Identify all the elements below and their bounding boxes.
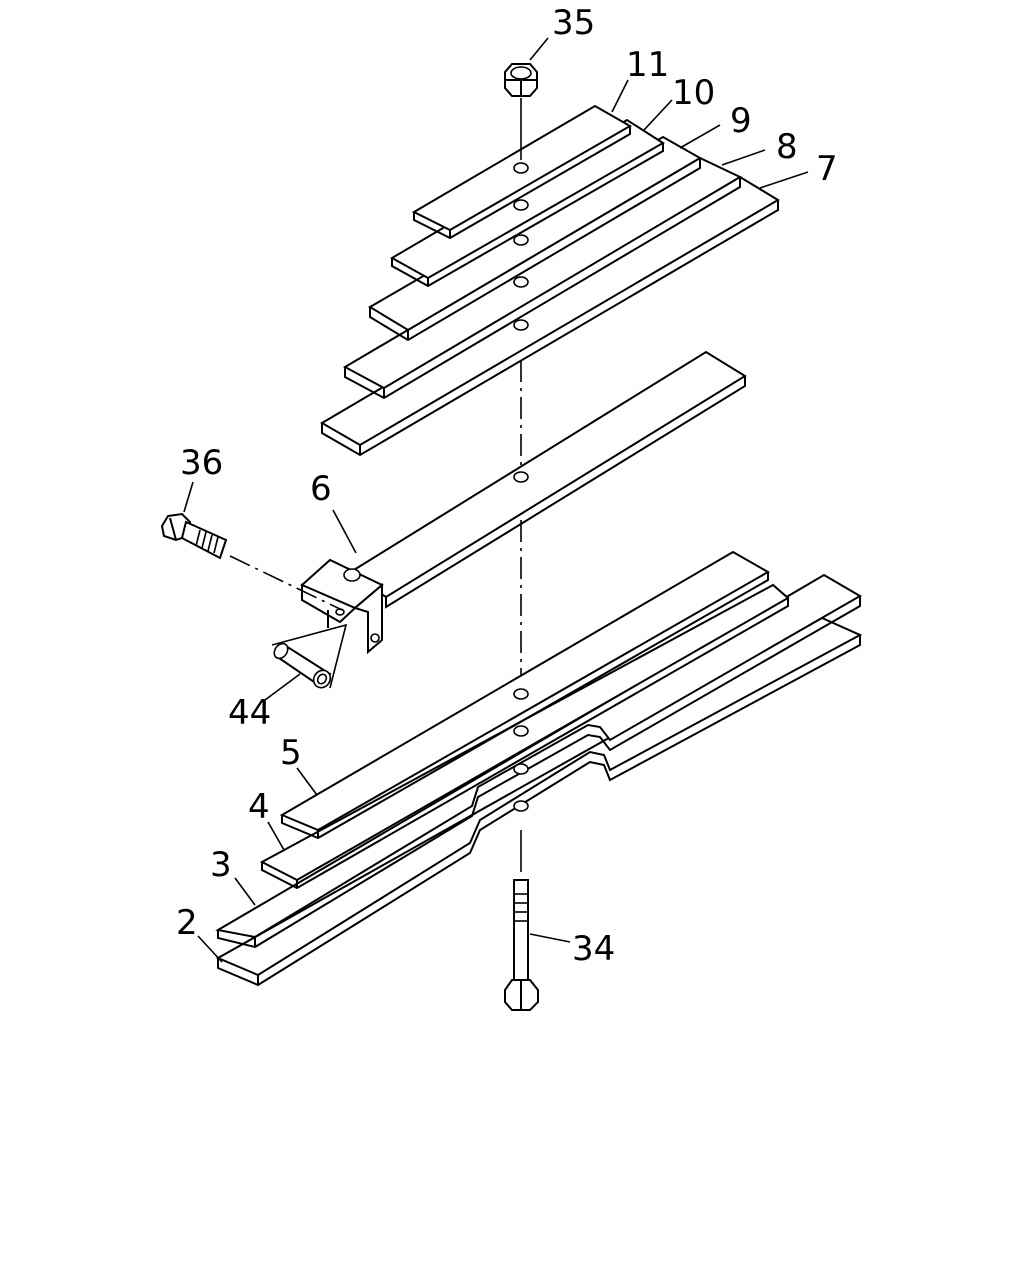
leader-9 bbox=[679, 124, 721, 149]
bolt-hole bbox=[513, 763, 529, 775]
leader-8 bbox=[721, 149, 766, 166]
callout-44: 44 bbox=[228, 693, 271, 733]
callout-10: 10 bbox=[672, 73, 715, 113]
bolt-36 bbox=[160, 512, 228, 560]
bolt-hole bbox=[513, 162, 529, 174]
bolt-hole bbox=[513, 319, 529, 331]
leader-3 bbox=[234, 877, 256, 906]
leader-35 bbox=[529, 37, 549, 61]
bolt-hole bbox=[513, 688, 529, 700]
center-bolt-34 bbox=[504, 879, 539, 1011]
callout-35: 35 bbox=[552, 3, 595, 43]
leader-34 bbox=[529, 933, 571, 943]
callout-7: 7 bbox=[816, 149, 838, 189]
bolt-hole bbox=[513, 234, 529, 246]
bolt-36-centerline bbox=[229, 555, 343, 611]
bolt-hole bbox=[513, 276, 529, 288]
bushing-44 bbox=[271, 623, 348, 689]
bolt-hole bbox=[513, 725, 529, 737]
leader-6 bbox=[332, 509, 357, 554]
leader-11 bbox=[611, 79, 629, 113]
nut-35 bbox=[504, 63, 538, 97]
callout-5: 5 bbox=[280, 733, 302, 773]
bolt-hole bbox=[513, 471, 529, 483]
callout-4: 4 bbox=[248, 787, 270, 827]
leaf-3 bbox=[215, 573, 862, 949]
callout-34: 34 bbox=[572, 929, 615, 969]
callout-6: 6 bbox=[310, 469, 332, 509]
leader-7 bbox=[759, 171, 809, 189]
leaf-4 bbox=[259, 583, 790, 890]
callout-11: 11 bbox=[626, 45, 669, 85]
leaf-2 bbox=[215, 616, 863, 987]
leader-44 bbox=[264, 673, 301, 701]
callout-9: 9 bbox=[730, 101, 752, 141]
callout-8: 8 bbox=[776, 127, 798, 167]
bolt-hole bbox=[513, 800, 529, 812]
callout-2: 2 bbox=[176, 903, 198, 943]
spring-eye-bracket bbox=[300, 558, 384, 655]
bolt-hole bbox=[513, 199, 529, 211]
leader-4 bbox=[267, 821, 285, 851]
leader-36 bbox=[183, 481, 194, 513]
leader-10 bbox=[643, 99, 673, 131]
callout-36: 36 bbox=[180, 443, 223, 483]
callout-3: 3 bbox=[210, 845, 232, 885]
leader-2 bbox=[197, 935, 223, 963]
leader-5 bbox=[296, 767, 318, 796]
